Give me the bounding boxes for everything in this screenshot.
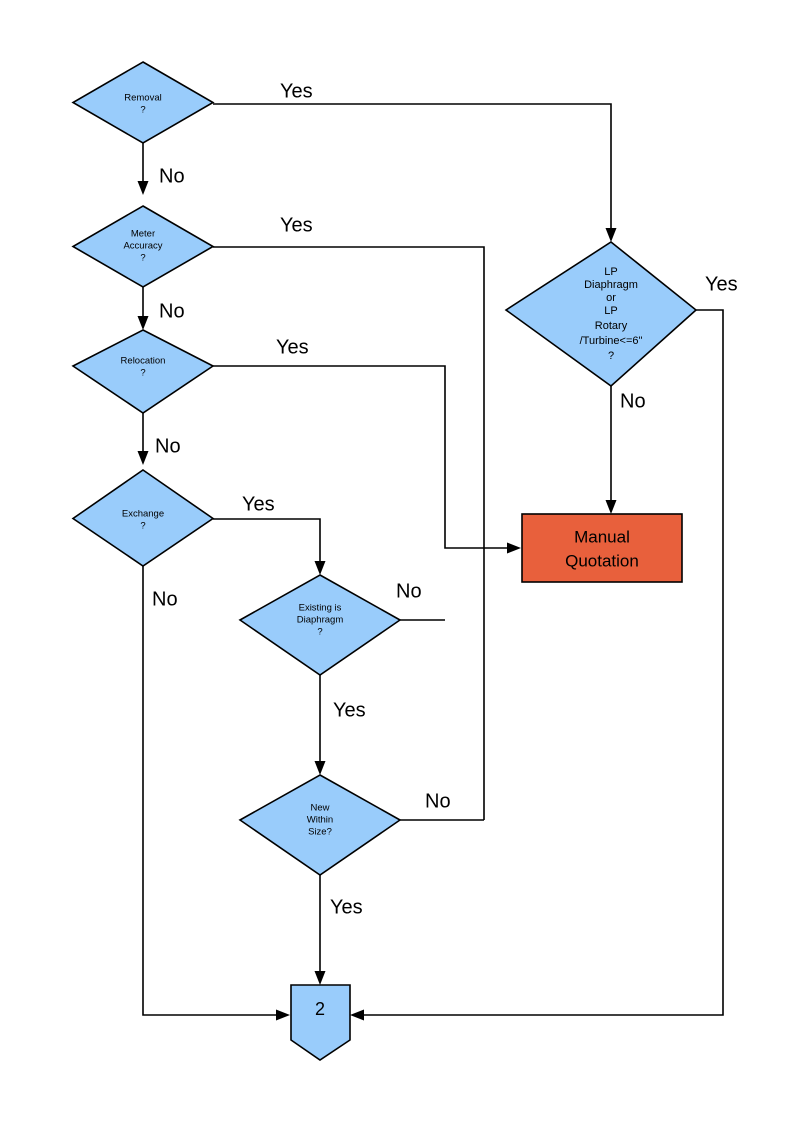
edge-label-lp-check-no: No — [620, 390, 646, 412]
edge-layer — [137, 103, 724, 1021]
arrow-meter-accuracy-no — [137, 316, 149, 330]
lp-check-label-line2: Diaphragm — [584, 279, 638, 291]
lp-check-label-line6: /Turbine<=6" — [580, 335, 643, 347]
relocation-label-line1: Relocation — [121, 356, 166, 367]
edge-removal-yes — [213, 103, 612, 233]
edge-label-existing-diaphragm-no: No — [396, 580, 422, 602]
exchange-label-line1: Exchange — [122, 509, 164, 520]
existing-is-diaphragm-label-line3: ? — [317, 627, 322, 638]
arrow-relocation-no — [137, 451, 149, 465]
arrow-into-connector-left — [276, 1009, 290, 1021]
edge-label-exchange-yes: Yes — [242, 493, 275, 515]
edge-label-removal-yes: Yes — [280, 80, 313, 102]
edge-label-exchange-no: No — [152, 588, 178, 610]
edge-relocation-yes — [213, 365, 512, 549]
existing-is-diaphragm-label-line2: Diaphragm — [297, 615, 344, 626]
node-meter-accuracy[interactable]: Meter Accuracy ? — [71, 205, 215, 288]
node-connector-2[interactable]: 2 — [290, 984, 351, 1061]
new-within-size-label-line1: New — [310, 803, 329, 814]
edge-label-meter-accuracy-no: No — [159, 300, 185, 322]
node-manual-quotation[interactable]: Manual Quotation — [521, 513, 683, 583]
edge-lp-check-yes — [359, 309, 724, 1016]
node-new-within-size[interactable]: New Within Size? — [238, 774, 402, 876]
arrow-into-manual-quotation-left — [507, 542, 521, 554]
node-exchange[interactable]: Exchange ? — [71, 469, 215, 567]
relocation-diamond-shape[interactable] — [71, 329, 215, 414]
removal-label-line2: ? — [140, 105, 145, 116]
node-relocation[interactable]: Relocation ? — [71, 329, 215, 414]
removal-label-line1: Removal — [124, 93, 162, 104]
manual-quotation-label-line2: Quotation — [565, 551, 639, 570]
meter-accuracy-label-line2: Accuracy — [123, 241, 162, 252]
edge-exchange-yes — [213, 518, 321, 565]
edge-label-relocation-yes: Yes — [276, 336, 309, 358]
edge-label-removal-no: No — [159, 165, 185, 187]
arrow-removal-yes — [605, 228, 617, 242]
node-removal[interactable]: Removal ? — [71, 61, 215, 144]
arrow-into-connector-right — [350, 1009, 364, 1021]
lp-check-label-line4: LP — [604, 305, 617, 317]
meter-accuracy-diamond-shape[interactable] — [71, 205, 215, 288]
edge-label-lp-check-yes: Yes — [705, 273, 738, 295]
edge-label-meter-accuracy-yes: Yes — [280, 214, 313, 236]
connector-2-shape[interactable] — [290, 984, 351, 1061]
meter-accuracy-label-line1: Meter — [131, 229, 155, 240]
lp-check-label-line3: or — [606, 292, 616, 304]
lp-check-label-line7: ? — [608, 350, 614, 362]
edge-label-new-within-size-no: No — [425, 790, 451, 812]
existing-is-diaphragm-label-line1: Existing is — [299, 603, 342, 614]
connector-2-label: 2 — [315, 999, 325, 1019]
edge-label-relocation-no: No — [155, 435, 181, 457]
edge-meter-accuracy-yes — [213, 246, 485, 820]
edge-label-layer: Yes No Yes No Yes No Yes No No Yes No Ye… — [152, 80, 738, 918]
edge-label-existing-diaphragm-yes: Yes — [333, 699, 366, 721]
existing-is-diaphragm-diamond-shape[interactable] — [238, 574, 402, 676]
edge-label-new-within-size-yes: Yes — [330, 896, 363, 918]
new-within-size-label-line2: Within — [307, 815, 333, 826]
lp-check-label-line5: Rotary — [595, 320, 628, 332]
relocation-label-line2: ? — [140, 368, 145, 379]
exchange-label-line2: ? — [140, 521, 145, 532]
arrow-existing-diaphragm-yes — [314, 761, 326, 775]
arrow-removal-no — [137, 181, 149, 195]
exchange-diamond-shape[interactable] — [71, 469, 215, 567]
lp-check-diamond-shape[interactable] — [504, 241, 698, 388]
removal-diamond-shape[interactable] — [71, 61, 215, 144]
arrow-into-connector-top — [314, 971, 326, 985]
node-existing-is-diaphragm[interactable]: Existing is Diaphragm ? — [238, 574, 402, 676]
meter-accuracy-label-line3: ? — [140, 253, 145, 264]
manual-quotation-label-line1: Manual — [574, 527, 630, 546]
arrow-exchange-yes — [314, 561, 326, 575]
node-lp-check[interactable]: LP Diaphragm or LP Rotary /Turbine<=6" ? — [504, 241, 698, 388]
new-within-size-label-line3: Size? — [308, 827, 332, 838]
arrow-into-manual-quotation-top — [605, 500, 617, 514]
manual-quotation-box-shape[interactable] — [521, 513, 683, 583]
edge-exchange-no — [142, 566, 281, 1016]
lp-check-label-line1: LP — [604, 266, 617, 278]
new-within-size-diamond-shape[interactable] — [238, 774, 402, 876]
